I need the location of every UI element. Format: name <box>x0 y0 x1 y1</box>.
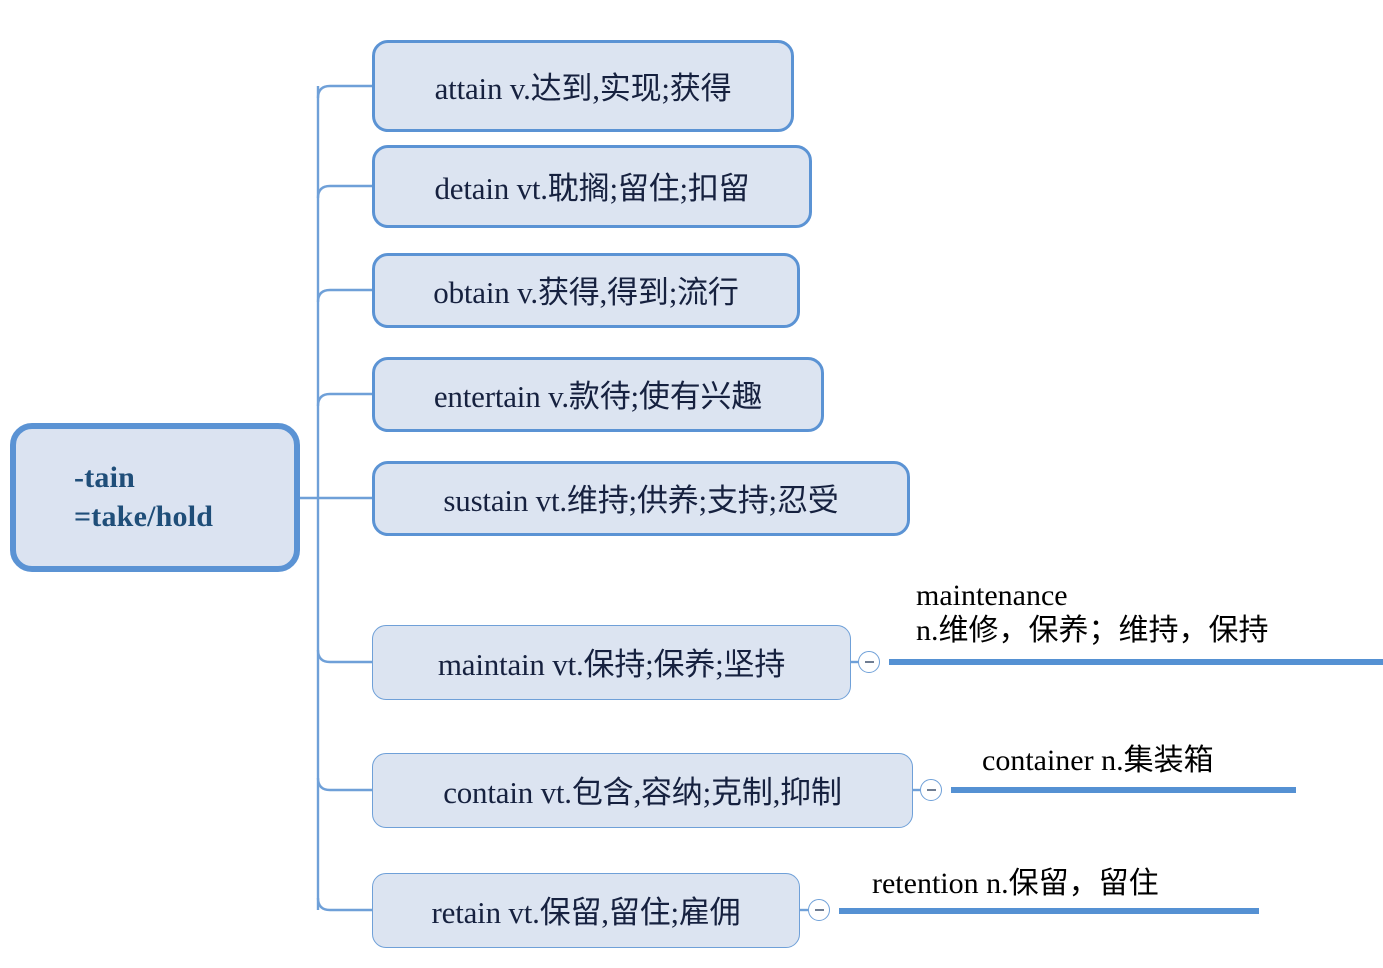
node-obtain[interactable]: obtain v.获得,得到;流行 <box>372 253 800 328</box>
connector-to-obtain <box>316 288 372 303</box>
root-node[interactable]: -tain =take/hold <box>10 423 300 572</box>
minus-circle-icon-maintain[interactable] <box>858 651 880 673</box>
connector-to-contain <box>316 777 372 792</box>
minus-circle-icon-retain[interactable] <box>808 899 830 921</box>
annotation-maintenance-line1: maintenance <box>916 579 1068 612</box>
annotation-rule-container <box>951 787 1296 793</box>
node-detain[interactable]: detain vt.耽搁;留住;扣留 <box>372 145 812 228</box>
connector-to-detain <box>316 184 372 199</box>
annotation-rule-retention <box>839 908 1259 914</box>
node-maintain-label: maintain vt.保持;保养;坚持 <box>437 647 786 682</box>
node-attain[interactable]: attain v.达到,实现;获得 <box>372 40 794 132</box>
node-sustain[interactable]: sustain vt.维持;供养;支持;忍受 <box>372 461 910 536</box>
node-contain-label: contain vt.包含,容纳;克制,抑制 <box>443 775 842 810</box>
connector-to-maintain <box>316 649 372 664</box>
node-entertain[interactable]: entertain v.款待;使有兴趣 <box>372 357 824 432</box>
annotation-maintenance-line2: n.维修，保养；维持，保持 <box>916 614 1269 648</box>
connector-to-entertain <box>316 392 372 407</box>
node-retain-label: retain vt.保留,留住;雇佣 <box>431 895 741 930</box>
node-maintain[interactable]: maintain vt.保持;保养;坚持 <box>372 625 851 700</box>
node-sustain-label: sustain vt.维持;供养;支持;忍受 <box>443 483 839 518</box>
node-attain-label: attain v.达到,实现;获得 <box>434 70 732 106</box>
root-node-line2: =take/hold <box>74 499 214 533</box>
annotation-container[interactable]: container n.集装箱 <box>982 743 1214 778</box>
minus-bar <box>926 789 936 791</box>
annotation-rule-maintenance <box>889 659 1383 665</box>
minus-bar <box>864 661 874 663</box>
annotation-maintenance[interactable]: maintenance n.维修，保养；维持，保持 <box>916 578 1269 649</box>
annotation-retention-line1: retention n.保留，留住 <box>872 867 1159 900</box>
minus-circle-icon-contain[interactable] <box>920 779 942 801</box>
annotation-retention[interactable]: retention n.保留，留住 <box>872 866 1159 901</box>
node-entertain-label: entertain v.款待;使有兴趣 <box>433 379 763 414</box>
connector-to-attain <box>316 84 372 99</box>
connector-to-retain <box>316 897 372 912</box>
node-detain-label: detain vt.耽搁;留住;扣留 <box>434 171 750 206</box>
annotation-container-line1: container n.集装箱 <box>982 744 1214 777</box>
root-node-line1: -tain <box>74 461 135 495</box>
minus-bar <box>814 909 824 911</box>
node-contain[interactable]: contain vt.包含,容纳;克制,抑制 <box>372 753 913 828</box>
node-obtain-label: obtain v.获得,得到;流行 <box>433 275 739 310</box>
node-retain[interactable]: retain vt.保留,留住;雇佣 <box>372 873 800 948</box>
